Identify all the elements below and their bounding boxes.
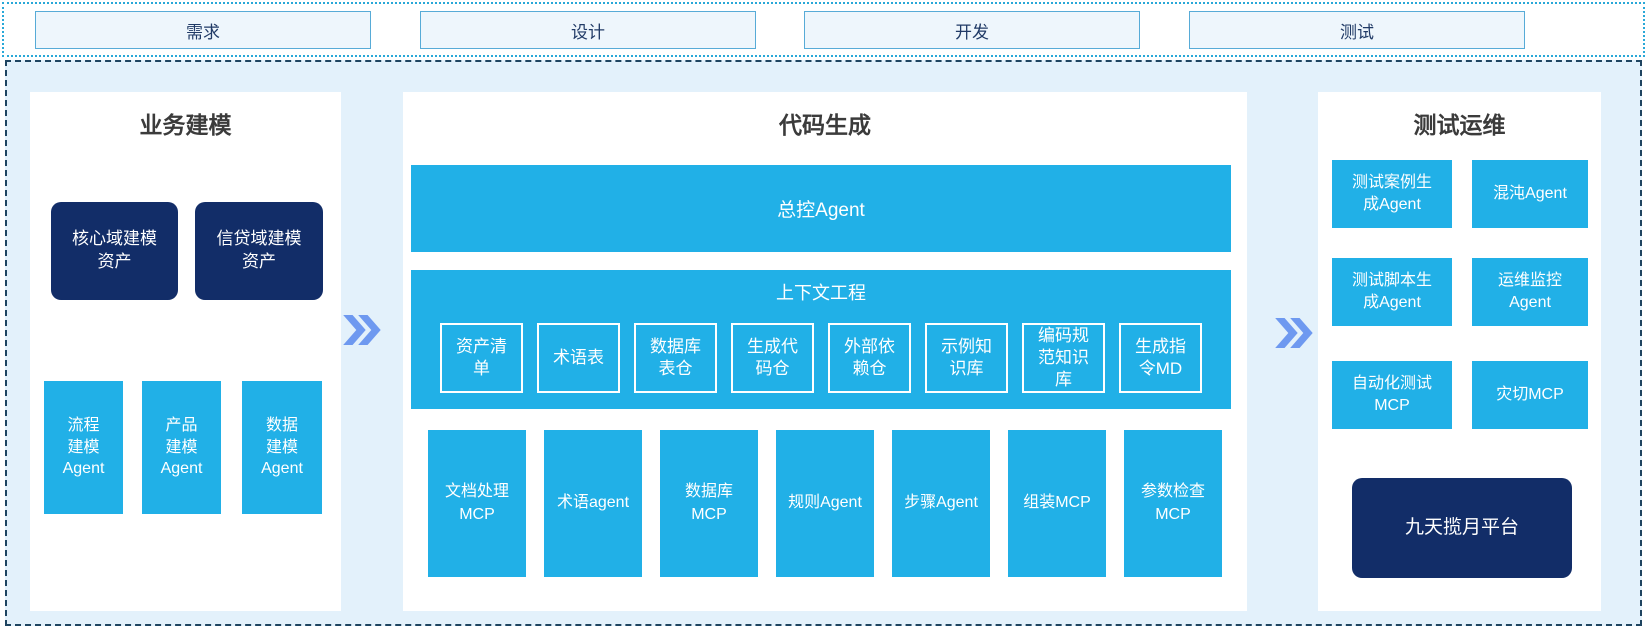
box-label: 数据库MCP [684,483,733,523]
box-ops-monitoring-agent: 运维监控Agent [1472,258,1588,326]
double-chevron-right-icon [343,315,381,345]
tool-box-steps-agent: 步骤Agent [892,430,990,577]
box-label: 术语agent [556,494,630,512]
context-item-generated-code-repo: 生成代码仓 [731,323,814,393]
platform-box-jiutian-lanyue: 九天揽月平台 [1352,478,1572,578]
tool-box-doc-processing-mcp: 文档处理MCP [428,430,526,577]
box-label: 总控Agent [777,200,865,221]
tool-box-param-check-mcp: 参数检查MCP [1124,430,1222,577]
box-label: 九天揽月平台 [1404,517,1519,539]
stage-label: 开发 [955,22,989,42]
box-test-case-gen-agent: 测试案例生成Agent [1332,160,1452,228]
context-engineering-title: 上下文工程 [776,283,866,303]
main-canvas: 业务建模 核心域建模资产 信贷域建模资产 流程建模Agent 产品建模Agent… [5,60,1642,626]
tool-box-glossary-agent: 术语agent [544,430,642,577]
stage-design: 设计 [420,11,756,49]
box-label: 规则Agent [788,494,862,512]
box-test-script-gen-agent: 测试脚本生成Agent [1332,258,1452,326]
tool-box-database-mcp: 数据库MCP [660,430,758,577]
context-engineering-block: 上下文工程 资产清单 术语表 数据库表仓 生成代码仓 外部依赖仓 [411,270,1231,409]
agent-box-data-modeling: 数据建模Agent [242,381,322,514]
box-label: 文档处理MCP [444,483,509,523]
box-label: 生成指令MD [1135,336,1186,378]
box-label: 信贷域建模资产 [216,229,302,271]
box-label: 编码规范知识库 [1038,325,1089,390]
box-label: 灾切MCP [1496,386,1564,404]
box-label: 核心域建模资产 [72,229,157,271]
pipeline-strip: 需求 设计 开发 测试 [2,2,1645,57]
panel-test-ops: 测试运维 测试案例生成Agent 混沌Agent 测试脚本生成Agent 运维监… [1318,92,1601,611]
stage-testing: 测试 [1189,11,1525,49]
box-label: 外部依赖仓 [844,336,895,378]
tool-box-rules-agent: 规则Agent [776,430,874,577]
box-label: 产品建模Agent [160,417,203,478]
context-item-external-deps-repo: 外部依赖仓 [828,323,911,393]
box-label: 组装MCP [1023,494,1091,512]
box-label: 测试脚本生成Agent [1351,272,1432,311]
panel-business-modeling: 业务建模 核心域建模资产 信贷域建模资产 流程建模Agent 产品建模Agent… [30,92,341,611]
box-label: 术语表 [553,347,604,367]
asset-box-core-domain: 核心域建模资产 [51,202,178,300]
stage-development: 开发 [804,11,1140,49]
box-label: 流程建模Agent [62,417,105,478]
box-label: 资产清单 [456,336,507,378]
box-label: 示例知识库 [941,336,992,378]
box-label: 数据建模Agent [261,417,303,478]
context-item-example-kb: 示例知识库 [925,323,1008,393]
double-chevron-right-icon [1275,318,1313,348]
agent-box-product-modeling: 产品建模Agent [142,381,221,514]
box-label: 运维监控Agent [1497,272,1562,311]
stage-label: 测试 [1340,22,1374,42]
box-label: 生成代码仓 [747,336,798,378]
box-label: 步骤Agent [904,494,978,512]
panel-title: 测试运维 [1413,112,1506,138]
panel-title: 业务建模 [139,112,232,138]
context-item-coding-standards-kb: 编码规范知识库 [1022,323,1105,393]
context-items-row: 资产清单 术语表 数据库表仓 生成代码仓 外部依赖仓 示例知 [411,323,1231,393]
box-disaster-switch-mcp: 灾切MCP [1472,361,1588,429]
box-label: 数据库表仓 [650,336,701,378]
panel-title: 代码生成 [779,112,871,138]
stage-label: 需求 [186,22,220,42]
box-label: 测试案例生成Agent [1351,174,1432,213]
context-item-asset-list: 资产清单 [440,323,523,393]
box-label: 混沌Agent [1493,185,1567,203]
context-item-generation-instructions-md: 生成指令MD [1119,323,1202,393]
asset-box-credit-domain: 信贷域建模资产 [195,202,323,300]
box-label: 自动化测试MCP [1351,375,1432,414]
stage-requirements: 需求 [35,11,371,49]
tools-row: 文档处理MCP 术语agent 数据库MCP 规则Agent 步骤Agent 组… [403,430,1247,577]
box-chaos-agent: 混沌Agent [1472,160,1588,228]
box-automated-test-mcp: 自动化测试MCP [1332,361,1452,429]
agent-box-process-modeling: 流程建模Agent [44,381,123,514]
master-agent-bar: 总控Agent [411,165,1231,252]
tool-box-assembly-mcp: 组装MCP [1008,430,1106,577]
context-item-glossary: 术语表 [537,323,620,393]
panel-code-generation: 代码生成 总控Agent 上下文工程 资产清单 术语表 数据库表仓 [403,92,1247,611]
box-label: 参数检查MCP [1140,483,1205,523]
stage-label: 设计 [571,22,605,42]
context-item-db-table-repo: 数据库表仓 [634,323,717,393]
